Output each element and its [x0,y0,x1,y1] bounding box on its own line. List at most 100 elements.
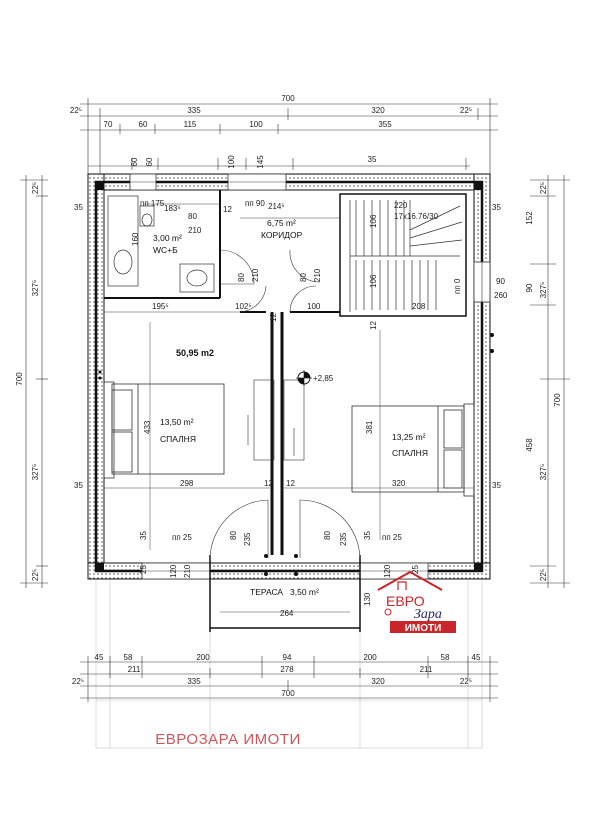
dim-381: 381 [365,420,374,434]
dim-183: 183⁵ [164,204,181,213]
terrace-name: ТЕРАСА [250,587,283,597]
top-r3-c: 100 [227,155,236,169]
bot-r2-c: 211 [420,665,433,674]
stairs-label: 17x16.76/30 [394,212,439,221]
dim-80a: 80 [188,212,197,221]
top-r1-b: 335 [187,106,201,115]
radiator-marks [98,333,494,576]
left-seg-3: 327⁵ [31,464,40,481]
right-seg-4: 22⁵ [539,569,548,581]
right-seg-2: 327⁵ [539,282,548,299]
bedroom2-area: 13,25 m² [392,432,426,442]
bedroom1-area: 13,50 m² [160,417,194,427]
dim-25a: 25 [139,565,148,574]
wc-fixtures [107,195,215,293]
interior-walls [104,190,467,632]
bot-r2-a: 211 [128,665,141,674]
dim-12b: 12 [269,313,278,322]
watermark-text: ЕВРОЗАРА ИМОТИ [155,731,300,748]
left-seg-2: 327⁵ [31,280,40,297]
dim-pp90: пп 90 [245,199,265,208]
right-inner-3: 458 [525,438,534,452]
logo-line3: ИМОТИ [405,623,442,634]
dim-195: 195⁵ [152,302,169,311]
dim-220: 220 [394,201,408,210]
top-r1-c: 320 [371,106,385,115]
dim-90: 90 [496,277,505,286]
dim-pp25a: пп 25 [172,533,192,542]
right-inner-1: 152 [525,211,534,225]
top-r3-e: 35 [368,155,377,164]
dim-12d: 12 [264,479,273,488]
top-r2-a: 70 [104,120,113,129]
bot-r3-b: 335 [187,677,201,686]
dim-12a: 12 [223,205,232,214]
left-seg-1: 22⁵ [31,182,40,194]
dim-35f: 35 [492,481,501,490]
top-r2-d: 100 [249,120,263,129]
dim-106a: 106 [369,214,378,228]
right-total: 700 [553,393,562,407]
logo-line1: ЕВРО [386,593,425,609]
top-r1-a: 22⁵ [70,106,82,115]
interior-dim-lines [104,203,474,613]
dim-35a: 35 [139,531,148,540]
terrace-area: 3,50 m² [290,587,319,597]
level-marker-icon [296,370,312,386]
wc-name: WC+Б [153,245,178,255]
brand-logo: ЕВРО Зара ИМОТИ [377,570,456,634]
dim-35e: 35 [492,203,501,212]
top-dimensions [80,98,498,180]
outer-walls [87,173,491,580]
bot-r1-c: 200 [196,653,210,662]
dim-35d: 35 [74,481,83,490]
dim-80d: 80 [229,531,238,540]
bottom-dimensions [80,656,498,702]
bot-r2-b: 278 [280,665,294,674]
dim-260: 260 [494,291,508,300]
wc-area: 3,00 m² [153,233,182,243]
dim-35c: 35 [74,203,83,212]
right-inner-2: 90 [525,283,534,292]
dim-235b: 235 [339,532,348,546]
top-r3-d: 145 [256,155,265,169]
dim-100: 100 [307,302,321,311]
left-total: 700 [15,372,24,386]
dim-80c: 80 [299,273,308,282]
bot-r1-e: 200 [363,653,377,662]
top-r3-b: 60 [145,157,154,166]
top-r1-d: 22⁵ [460,106,472,115]
dim-298: 298 [180,479,194,488]
bot-r1-b: 58 [124,653,133,662]
dim-320: 320 [392,479,406,488]
bed-left [103,381,225,479]
right-dimensions [530,175,570,588]
right-seg-3: 327⁵ [539,464,548,481]
top-r2-e: 355 [378,120,392,129]
terrace-floor [95,580,483,749]
dim-210c: 210 [313,268,322,282]
left-dimensions [20,175,48,588]
bot-r3-c: 320 [371,677,385,686]
logo-line2: Зара [414,607,442,622]
top-r2-b: 60 [139,120,148,129]
dim-433: 433 [143,420,152,434]
dim-210d: 210 [183,564,192,578]
level-label: +2,85 [313,374,334,383]
dim-25b: 25 [411,565,420,574]
dim-264: 264 [280,609,294,618]
dim-210b: 210 [251,268,260,282]
top-r3-a: 60 [130,157,139,166]
dim-120a: 120 [169,564,178,578]
dim-120b: 120 [383,564,392,578]
dim-214: 214⁵ [268,202,285,211]
dim-130: 130 [363,592,372,606]
bot-r1-a: 45 [95,653,104,662]
dim-pp175: пп 175 [140,199,165,208]
top-r2-c: 115 [184,120,197,129]
dim-12e: 12 [286,479,295,488]
right-seg-1: 22⁵ [539,182,548,194]
dim-102: 102⁵ [235,302,252,311]
dim-80b: 80 [237,273,246,282]
